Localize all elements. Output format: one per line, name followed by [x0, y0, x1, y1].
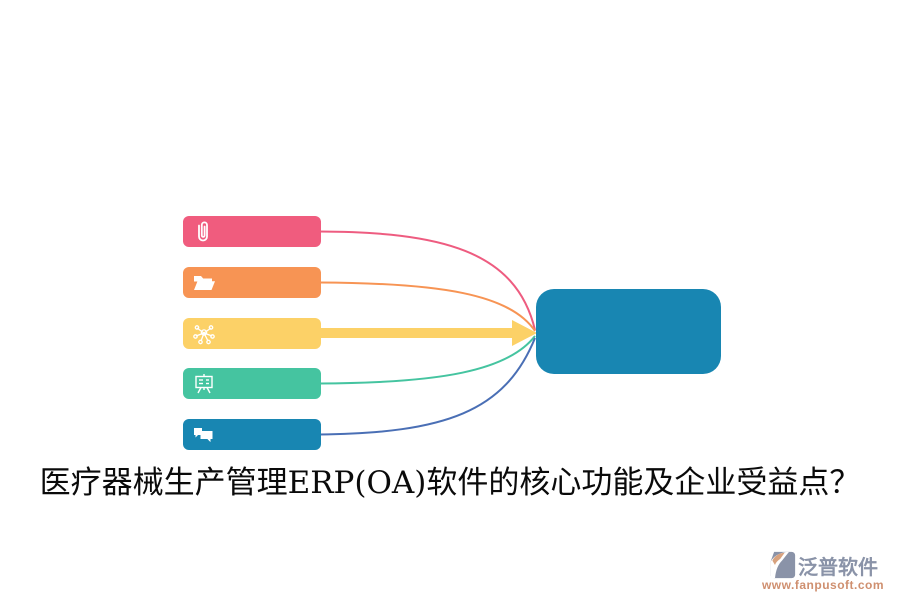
feature-bar-1 [183, 216, 321, 247]
network-hub-icon [193, 324, 215, 344]
paperclip-icon [198, 221, 208, 241]
connector-curve-5 [318, 337, 536, 436]
feature-bar-2 [183, 267, 321, 298]
fanpu-logo-icon [770, 551, 796, 579]
feature-bar-5 [183, 419, 321, 450]
watermark-brand-text: 泛普软件 [798, 554, 878, 579]
feature-bar-4 [183, 368, 321, 399]
watermark: 泛普软件 www.fanpusoft.com [758, 550, 888, 592]
connector-curve-1 [318, 230, 536, 331]
chat-bubbles-icon [194, 427, 213, 442]
watermark-url-text: www.fanpusoft.com [761, 578, 885, 592]
diagram-title: 医疗器械生产管理ERP(OA)软件的核心功能及企业受益点？ [39, 465, 861, 501]
folder-open-icon [194, 275, 215, 290]
arrow-connector [319, 320, 537, 346]
connector-curve-2 [318, 281, 536, 332]
presentation-board-icon [195, 373, 213, 393]
feature-bar-3 [183, 318, 321, 349]
connector-curve-4 [318, 335, 536, 385]
target-summary-box [536, 289, 721, 374]
